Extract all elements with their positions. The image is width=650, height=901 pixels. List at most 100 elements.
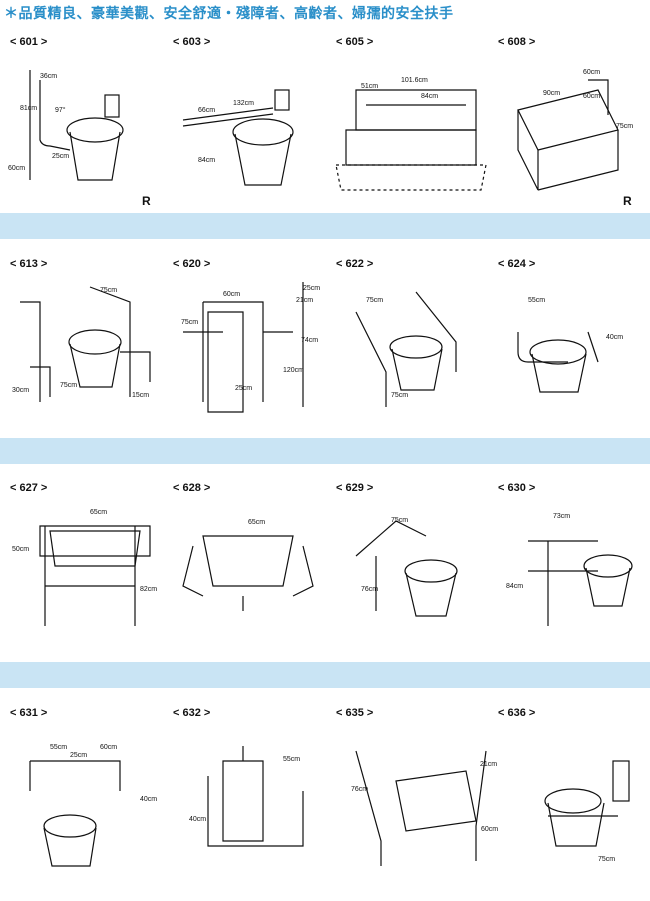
product-635: < 635 > 76cm 21cm 60cm <box>326 707 498 897</box>
dim-label: 73cm <box>553 513 570 520</box>
product-code: < 630 > <box>498 482 536 494</box>
dim-label: 40cm <box>606 334 623 341</box>
dim-label: 60cm <box>583 93 600 100</box>
toilet-grab-bar-illustration: 75cm 75cm <box>355 291 457 407</box>
dim-label: 75cm <box>366 297 383 304</box>
dim-label: 60cm <box>583 69 600 76</box>
toilet-grab-bar-illustration: 36cm 81cm 97° 25cm 60cm <box>8 70 124 181</box>
dim-label: 60cm <box>481 826 498 833</box>
separator-band <box>0 438 650 464</box>
dim-label: 30cm <box>12 387 29 394</box>
dim-label: 75cm <box>181 319 198 326</box>
separator-band <box>0 213 650 239</box>
product-code: < 622 > <box>336 258 374 270</box>
separator-band <box>0 662 650 688</box>
dim-label: 25cm <box>235 385 252 392</box>
product-601: < 601 > 36cm 81cm 97° 25cm 60cm R <box>0 36 160 226</box>
dim-label: 76cm <box>361 586 378 593</box>
product-code: < 628 > <box>173 482 211 494</box>
dim-label: 60cm <box>8 165 25 172</box>
dim-label: 84cm <box>506 583 523 590</box>
toilet-grab-bar-illustration: 55cm 60cm 25cm 40cm <box>29 744 157 867</box>
dim-label: 75cm <box>391 392 408 399</box>
product-code: < 631 > <box>10 707 48 719</box>
product-code: < 632 > <box>173 707 211 719</box>
dim-label: 97° <box>55 106 66 114</box>
dim-label: 82cm <box>140 586 157 593</box>
product-code: < 620 > <box>173 258 211 270</box>
toilet-grab-bar-illustration: 75cm 30cm 75cm 15cm <box>12 286 151 402</box>
dim-label: 60cm <box>100 744 117 751</box>
product-code: < 635 > <box>336 707 374 719</box>
dim-label: 75cm <box>391 517 408 524</box>
dim-label: 75cm <box>100 287 117 294</box>
product-608: < 608 > 60cm 90cm 60cm 75cm R <box>488 36 648 226</box>
dim-label: 76cm <box>351 786 368 793</box>
dim-label: 132cm <box>233 100 254 107</box>
dim-label: 90cm <box>543 90 560 97</box>
dim-label: 21cm <box>296 297 313 304</box>
dim-label: 40cm <box>140 796 157 803</box>
dim-label: 65cm <box>248 519 265 526</box>
product-code: < 605 > <box>336 36 374 48</box>
product-code: < 636 > <box>498 707 536 719</box>
dim-label: 51cm <box>361 83 378 90</box>
product-code: < 601 > <box>10 36 48 48</box>
bathtub-grab-bar-illustration: 51cm 101.6cm 84cm <box>335 77 487 191</box>
product-631: < 631 > 55cm 60cm 25cm 40cm <box>0 707 160 897</box>
product-628: < 628 > 65cm <box>163 482 323 672</box>
product-605: < 605 > 51cm 101.6cm 84cm <box>326 36 487 226</box>
product-627: < 627 > 65cm 50cm 82cm <box>0 482 160 672</box>
dim-label: 25cm <box>70 752 87 759</box>
dim-label: 55cm <box>528 297 545 304</box>
product-629: < 629 > 75cm 76cm <box>326 482 486 672</box>
urinal-grab-bar-illustration: 55cm 40cm <box>189 746 304 847</box>
dim-label: 120cm <box>283 367 304 374</box>
page-header: ＊品質精良、豪華美觀、安全舒適・殘障者、高齡者、婦孺的安全扶手 <box>0 0 650 22</box>
dim-label: 66cm <box>198 107 215 114</box>
dim-label: 55cm <box>50 744 67 751</box>
dim-label: 25cm <box>52 153 69 160</box>
dim-label: 50cm <box>12 546 29 553</box>
page-title: ＊品質精良、豪華美觀、安全舒適・殘障者、高齡者、婦孺的安全扶手 <box>4 5 454 21</box>
dim-label: 55cm <box>283 756 300 763</box>
product-603: < 603 > 132cm 66cm 84cm <box>163 36 323 226</box>
r-mark: R <box>623 194 632 208</box>
product-620: < 620 > 60cm 75cm 25cm 21cm 74cm 120cm 2… <box>163 258 323 448</box>
dim-label: 40cm <box>189 816 206 823</box>
product-630: < 630 > 73cm 84cm <box>488 482 648 672</box>
toilet-grab-bar-illustration: 75cm 76cm <box>355 517 458 617</box>
product-code: < 613 > <box>10 258 48 270</box>
dim-label: 75cm <box>616 123 633 130</box>
sink-grab-bar-illustration: 65cm <box>182 519 314 611</box>
r-mark: R <box>142 194 151 208</box>
dim-label: 74cm <box>301 337 318 344</box>
product-613: < 613 > 75cm 30cm 75cm 15cm <box>0 258 160 448</box>
dim-label: 81cm <box>20 105 37 112</box>
product-636: < 636 > 75cm <box>488 707 648 897</box>
toilet-grab-bar-illustration: 132cm 66cm 84cm <box>182 89 294 186</box>
toilet-grab-bar-illustration: 55cm 40cm <box>517 297 623 393</box>
dim-label: 36cm <box>40 73 57 80</box>
toilet-grab-bar-illustration: 73cm 84cm <box>506 513 633 626</box>
bathtub-grab-bar-illustration: 60cm 90cm 60cm 75cm <box>517 69 633 191</box>
product-code: < 627 > <box>10 482 48 494</box>
product-code: < 603 > <box>173 36 211 48</box>
dim-label: 25cm <box>303 285 320 292</box>
sink-grab-bar-illustration: 65cm 50cm 82cm <box>12 509 157 626</box>
product-code: < 608 > <box>498 36 536 48</box>
toilet-grab-bar-illustration: 75cm <box>544 760 630 863</box>
dim-label: 84cm <box>421 93 438 100</box>
urinal-grab-bar-illustration: 60cm 75cm 25cm 21cm 74cm 120cm 25cm <box>181 282 320 413</box>
dim-label: 60cm <box>223 291 240 298</box>
dim-label: 21cm <box>480 761 497 768</box>
dim-label: 15cm <box>132 392 149 399</box>
dim-label: 84cm <box>198 157 215 164</box>
dim-label: 75cm <box>60 382 77 389</box>
dim-label: 65cm <box>90 509 107 516</box>
sink-grab-bar-illustration: 76cm 21cm 60cm <box>351 750 498 866</box>
product-code: < 624 > <box>498 258 536 270</box>
dim-label: 101.6cm <box>401 77 428 84</box>
dim-label: 75cm <box>598 856 615 863</box>
product-622: < 622 > 75cm 75cm <box>326 258 486 448</box>
